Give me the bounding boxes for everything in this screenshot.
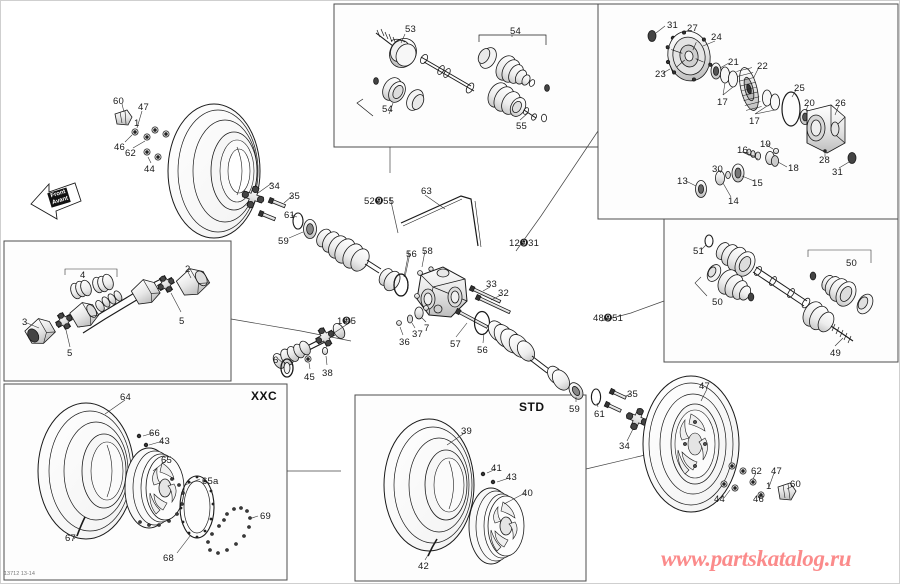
callout-65: 65: [161, 455, 172, 466]
callout-54-top: 54: [510, 26, 521, 37]
callout-25: 25: [794, 83, 805, 94]
callout-26: 26: [835, 98, 846, 109]
std-label: STD: [519, 400, 545, 414]
callout-5-right: 5: [179, 316, 185, 327]
callout-33: 33: [486, 279, 497, 290]
callout-64: 64: [120, 392, 131, 403]
callout-37: 37: [412, 329, 423, 340]
callout-59-right: 59: [569, 404, 580, 415]
callout-17-left: 17: [717, 97, 728, 108]
callout-21: 21: [728, 57, 739, 68]
callout-50-left: 50: [712, 297, 723, 308]
callout-47-right: 47: [699, 381, 710, 392]
callout-34-left: 34: [269, 181, 280, 192]
callout-38: 38: [322, 368, 333, 379]
callout-49: 49: [830, 348, 841, 359]
callout-56-lower: 56: [477, 345, 488, 356]
callout-68: 68: [163, 553, 174, 564]
callout-56-upper: 56: [406, 249, 417, 260]
callout-20: 20: [804, 98, 815, 109]
callout-66: 66: [149, 428, 160, 439]
callout-43-std: 43: [506, 472, 517, 483]
callout-31-upper: 31: [667, 20, 678, 31]
callout-6: 6: [273, 355, 279, 366]
callout-16: 16: [737, 145, 748, 156]
callout-7: 7: [424, 323, 430, 334]
callout-48-51: 48➒51: [593, 313, 624, 324]
callout-52-55: 52➒55: [364, 196, 395, 207]
callout-54-left: 54: [382, 104, 393, 115]
callout-39: 39: [461, 426, 472, 437]
callout-31-lower: 31: [832, 167, 843, 178]
callout-13: 13: [677, 176, 688, 187]
callout-5-left: 5: [67, 348, 73, 359]
callout-41: 41: [491, 463, 502, 474]
callout-46-left: 46: [114, 142, 125, 153]
document-id: 13712 13-14: [4, 571, 35, 577]
callout-43-xxc: 43: [159, 436, 170, 447]
callout-22: 22: [757, 61, 768, 72]
callout-32: 32: [498, 288, 509, 299]
callout-61-right: 61: [594, 409, 605, 420]
callout-2: 2: [185, 264, 191, 275]
callout-67: 67: [65, 533, 76, 544]
callout-63: 63: [421, 186, 432, 197]
callout-44-right: 44: [714, 494, 725, 505]
callout-1-left: 1: [134, 118, 140, 129]
callout-62-right: 62: [751, 466, 762, 477]
callout-51: 51: [693, 246, 704, 257]
callout-27: 27: [687, 23, 698, 34]
site-watermark: www.partskatalog.ru: [661, 546, 852, 571]
callout-47-right2: 47: [771, 466, 782, 477]
callout-40: 40: [522, 488, 533, 499]
callout-34-right: 34: [619, 441, 630, 452]
callout-50-right: 50: [846, 258, 857, 269]
callout-45: 45: [304, 372, 315, 383]
callout-1-5: 1➒5: [337, 316, 357, 327]
callout-53: 53: [405, 24, 416, 35]
callout-46-right: 46: [753, 494, 764, 505]
callout-59-left: 59: [278, 236, 289, 247]
callout-3: 3: [22, 317, 28, 328]
callout-61-left: 61: [284, 210, 295, 221]
callout-55: 55: [516, 121, 527, 132]
callout-47-left: 47: [138, 102, 149, 113]
callout-57: 57: [450, 339, 461, 350]
callout-17-right: 17: [749, 116, 760, 127]
callout-58: 58: [422, 246, 433, 257]
callout-35-left: 35: [289, 191, 300, 202]
callout-24: 24: [711, 32, 722, 43]
callout-30: 30: [712, 164, 723, 175]
callout-62-left: 62: [125, 148, 136, 159]
callout-35-right: 35: [627, 389, 638, 400]
callout-42: 42: [418, 561, 429, 572]
callout-19: 19: [760, 139, 771, 150]
callout-60-right: 60: [790, 479, 801, 490]
callout-18: 18: [788, 163, 799, 174]
callout-44-left: 44: [144, 164, 155, 175]
callout-65a: 65a: [202, 476, 219, 487]
callout-23: 23: [655, 69, 666, 80]
callout-14: 14: [728, 196, 739, 207]
callout-36: 36: [399, 337, 410, 348]
callout-15: 15: [752, 178, 763, 189]
callout-1-right: 1: [766, 481, 772, 492]
callout-12-31: 12➒31: [509, 238, 540, 249]
callout-28: 28: [819, 155, 830, 166]
xxc-label: XXC: [251, 389, 278, 403]
callout-69: 69: [260, 511, 271, 522]
callout-4: 4: [80, 270, 86, 281]
callout-60-left: 60: [113, 96, 124, 107]
